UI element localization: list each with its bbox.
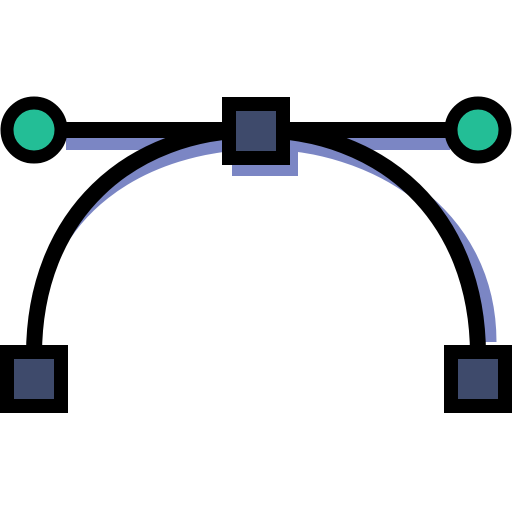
bottom-left-anchor-point[interactable]	[0, 345, 68, 413]
top-anchor-point[interactable]	[222, 97, 290, 165]
right-handle-point[interactable]	[444, 96, 512, 164]
curve-shadow	[27, 136, 497, 343]
bottom-right-anchor-point[interactable]	[444, 345, 512, 413]
left-handle-point[interactable]	[0, 96, 68, 164]
